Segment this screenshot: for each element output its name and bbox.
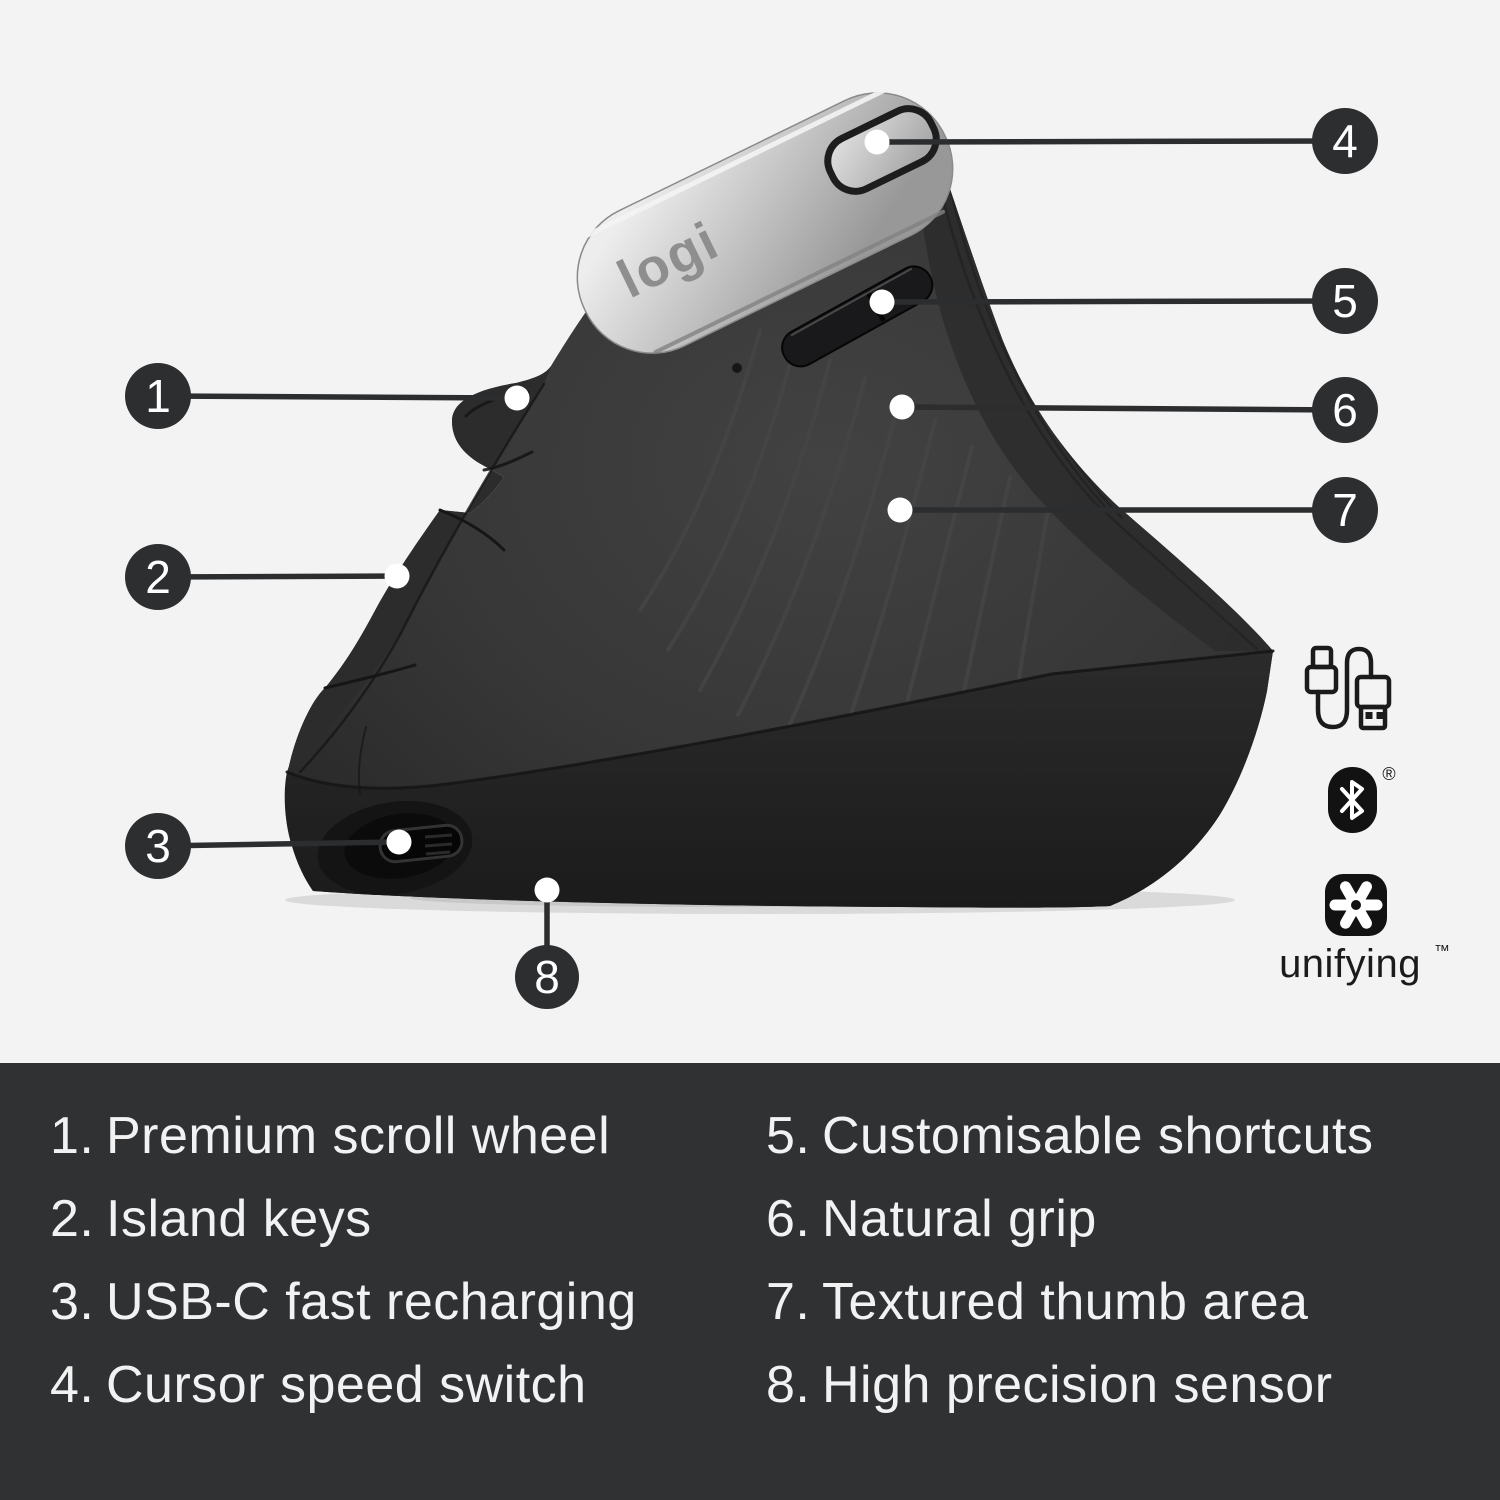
legend-item-natural-grip: 6.Natural grip (766, 1191, 1373, 1247)
callout-dot-7 (887, 497, 913, 523)
legend-label: Natural grip (822, 1190, 1097, 1248)
mouse-photo: logi (284, 83, 1275, 908)
legend-label: Cursor speed switch (106, 1356, 587, 1414)
callout-circle-1: 1 (125, 363, 191, 429)
legend-number: 4. (50, 1356, 95, 1414)
legend-panel: 1.Premium scroll wheel 2.Island keys 3.U… (0, 1063, 1500, 1500)
callout-number-2: 2 (145, 551, 171, 603)
callout-dot-5 (869, 289, 895, 315)
callout-number-1: 1 (145, 370, 171, 422)
bluetooth-icon: ® (1328, 764, 1396, 833)
legend-number: 3. (50, 1273, 95, 1331)
legend-label: Customisable shortcuts (822, 1107, 1374, 1165)
callout-dot-6 (889, 394, 915, 420)
callout-line-2 (155, 573, 400, 580)
callout-line-4 (874, 138, 1348, 145)
callout-circle-4: 4 (1312, 108, 1378, 174)
callout-number-4: 4 (1332, 115, 1358, 167)
callout-number-5: 5 (1332, 275, 1358, 327)
callout-number-8: 8 (534, 951, 560, 1003)
callout-dot-2 (384, 563, 410, 589)
legend-label: High precision sensor (822, 1356, 1333, 1414)
legend-item-island-keys: 2.Island keys (50, 1191, 637, 1247)
unifying-icon (1325, 874, 1387, 936)
legend-number: 8. (766, 1356, 811, 1414)
legend-label: Premium scroll wheel (106, 1107, 611, 1165)
legend-label: Island keys (106, 1190, 372, 1248)
legend-number: 1. (50, 1107, 95, 1165)
legend-number: 2. (50, 1190, 95, 1248)
mouse-back-band (916, 141, 1273, 651)
legend-item-high-precision-sensor: 8.High precision sensor (766, 1357, 1373, 1413)
legend-number: 7. (766, 1273, 811, 1331)
legend-item-premium-scroll-wheel: 1.Premium scroll wheel (50, 1108, 637, 1164)
front-key-strip (287, 366, 551, 772)
connectivity-icons: ® unifying ™ (1279, 645, 1450, 986)
callout-circles: 1 2 3 4 5 6 7 (125, 108, 1378, 1009)
callout-lines (155, 129, 1348, 980)
legend-item-customisable-shortcuts: 5.Customisable shortcuts (766, 1108, 1373, 1164)
callout-number-6: 6 (1332, 384, 1358, 436)
callout-line-5 (879, 298, 1348, 305)
callout-dot-4 (864, 129, 890, 155)
legend-label: USB-C fast recharging (106, 1273, 637, 1331)
legend-column-left: 1.Premium scroll wheel 2.Island keys 3.U… (50, 1108, 637, 1440)
callout-line-6 (899, 404, 1348, 413)
usb-cable-icon (1304, 645, 1392, 731)
callout-circle-6: 6 (1312, 377, 1378, 443)
unifying-label: unifying (1279, 942, 1421, 986)
callout-circle-5: 5 (1312, 268, 1378, 334)
callout-dot-1 (504, 385, 530, 411)
battery-led (732, 363, 742, 373)
mouse-illustration: logi (125, 83, 1450, 1009)
mouse-base (284, 651, 1273, 908)
callout-number-7: 7 (1332, 484, 1358, 536)
legend-item-textured-thumb-area: 7.Textured thumb area (766, 1274, 1373, 1330)
callout-line-1 (155, 393, 520, 401)
bluetooth-registered-mark: ® (1382, 764, 1395, 784)
callout-dot-3 (386, 829, 412, 855)
callout-circle-7: 7 (1312, 477, 1378, 543)
legend-label: Textured thumb area (822, 1273, 1309, 1331)
legend-item-usb-c-fast-recharging: 3.USB-C fast recharging (50, 1274, 637, 1330)
callout-circle-2: 2 (125, 544, 191, 610)
island-keys (298, 382, 546, 774)
callout-line-3 (155, 839, 402, 849)
callout-number-3: 3 (145, 820, 171, 872)
callout-dot-8 (534, 877, 560, 903)
legend-number: 5. (766, 1107, 811, 1165)
callout-circle-3: 3 (125, 813, 191, 879)
legend-number: 6. (766, 1190, 811, 1248)
legend-column-right: 5.Customisable shortcuts 6.Natural grip … (766, 1108, 1373, 1440)
base-seam (285, 649, 1275, 790)
front-corner-seam (357, 726, 367, 795)
callout-circle-8: 8 (515, 945, 579, 1009)
legend-item-cursor-speed-switch: 4.Cursor speed switch (50, 1357, 637, 1413)
unifying-trademark: ™ (1434, 943, 1450, 960)
